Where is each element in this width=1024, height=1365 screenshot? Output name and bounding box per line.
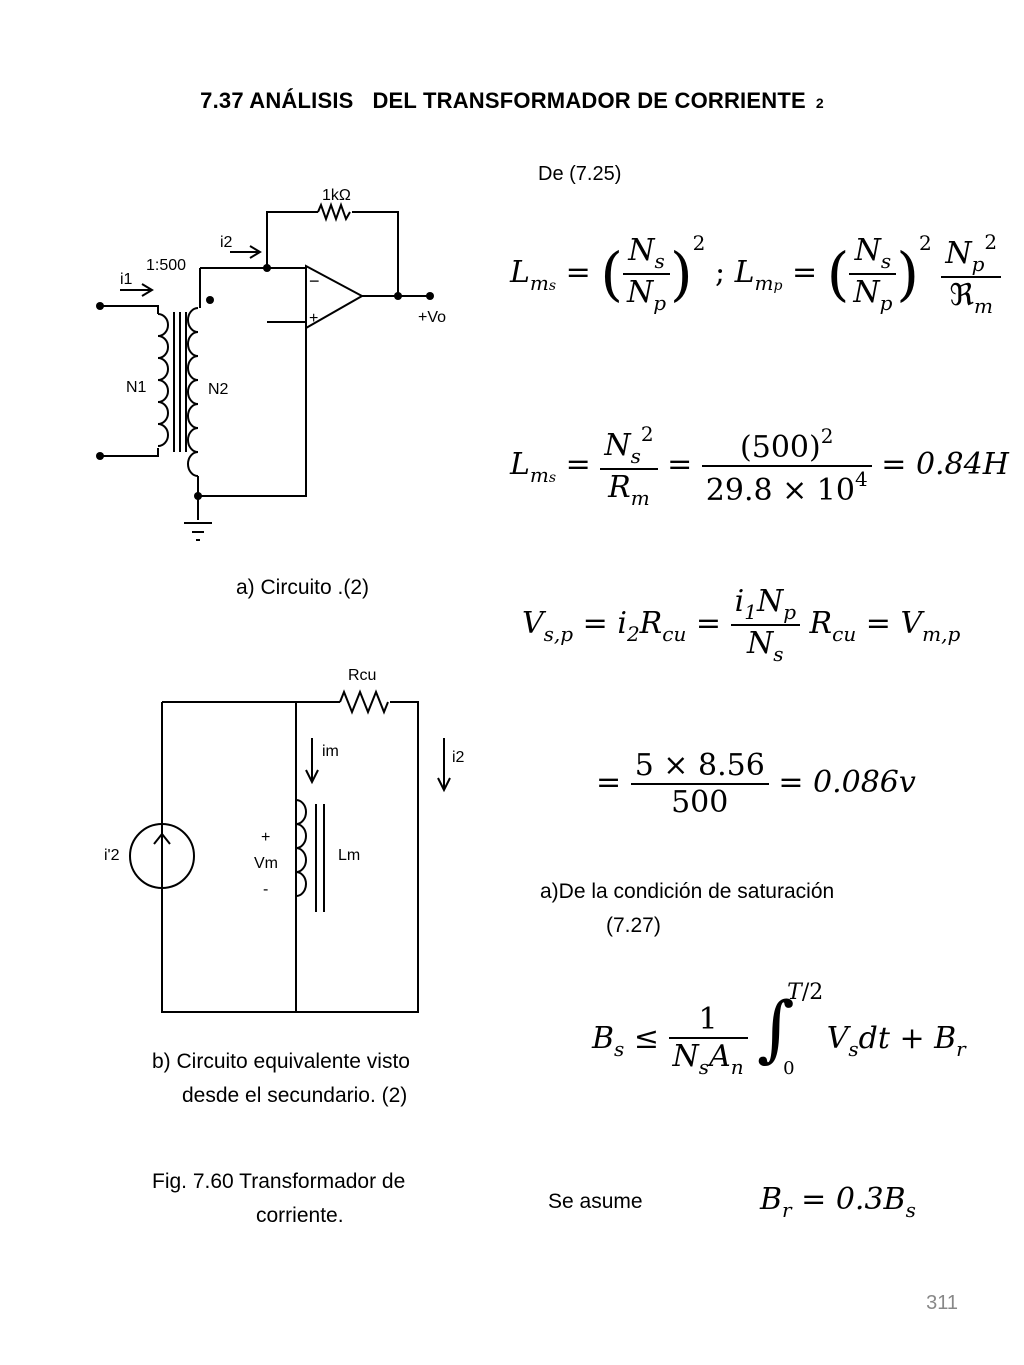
ref-725: De (7.25) (538, 163, 622, 185)
i2b-label: i2 (452, 749, 465, 766)
opamp-minus: − (309, 271, 320, 291)
caption-a: a) Circuito .(2) (236, 576, 370, 599)
circuit-b-diagram: Rcu im i2 i'2 + Vm - Lm (104, 667, 465, 1013)
saturation-line2: (7.27) (606, 914, 661, 937)
title-text: 7.37 ANÁLISIS DEL TRANSFORMADOR DE CORRI… (200, 88, 806, 113)
op-amp (305, 264, 365, 330)
vm-label: Vm (254, 855, 278, 872)
primary-coil (157, 313, 169, 447)
rcu-label: Rcu (348, 667, 376, 684)
secondary-coil (187, 307, 199, 477)
n2-label: N2 (208, 381, 229, 398)
lm-label: Lm (338, 847, 360, 864)
page-number: 311 (926, 1292, 958, 1314)
ratio-label: 1:500 (146, 257, 186, 274)
opamp-plus: + (309, 310, 318, 327)
caption-b-line2: desde el secundario. (2) (182, 1084, 408, 1107)
title-reference: 2 (815, 95, 824, 111)
rcu-resistor (339, 689, 389, 715)
current-source (129, 823, 195, 889)
vm-minus-label: - (263, 881, 268, 898)
figure-caption-line1: Fig. 7.60 Transformador de (152, 1170, 406, 1193)
caption-b-line1: b) Circuito equivalente visto (152, 1050, 410, 1073)
saturation-line1: a)De la condición de saturación (540, 880, 835, 903)
circuit-a-diagram: 1kΩ 1:500 i1 i2 N1 N2 +Vo − + (96, 187, 446, 541)
equation-6: Br = 0.3Bs (760, 1182, 916, 1222)
i2-label: i2 (220, 234, 233, 251)
vm-plus-label: + (261, 829, 270, 846)
assume-label: Se asume (548, 1190, 643, 1213)
n1-label: N1 (126, 379, 147, 396)
figure-caption-line2: corriente. (256, 1204, 344, 1227)
page-title: 7.37 ANÁLISIS DEL TRANSFORMADOR DE CORRI… (0, 88, 1024, 114)
source-label: i'2 (104, 847, 120, 864)
lm-coil (295, 799, 307, 897)
polarity-dot (206, 296, 214, 304)
integral-sign: ∫ T/2 0 (757, 980, 824, 1079)
feedback-resistor (317, 202, 351, 222)
i1-label: i1 (120, 271, 133, 288)
im-label: im (322, 743, 339, 760)
vo-label: +Vo (418, 309, 446, 326)
resistor-label: 1kΩ (322, 187, 351, 204)
